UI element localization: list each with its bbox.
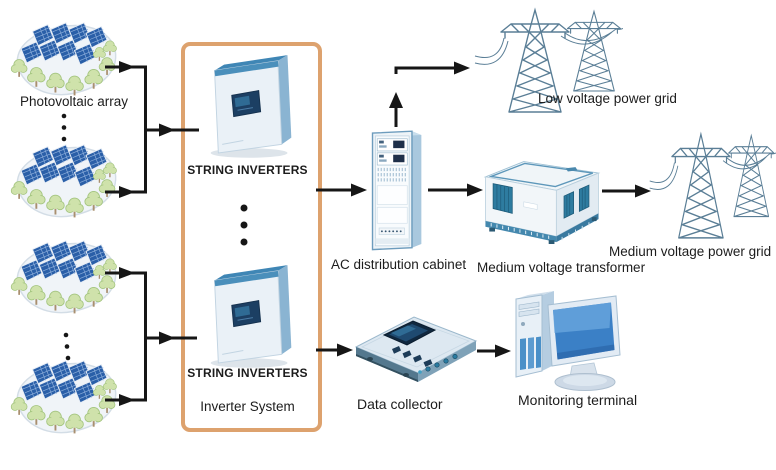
medium-voltage-towers-illustration xyxy=(648,124,776,244)
medium-voltage-transformer-label: Medium voltage transformer xyxy=(477,260,646,275)
ac-distribution-cabinet-illustration xyxy=(371,130,423,251)
string-inverters-bottom-label: STRING INVERTERS xyxy=(187,366,308,380)
monitoring-terminal-illustration xyxy=(515,290,621,391)
data-collector-illustration xyxy=(355,316,477,383)
medium-voltage-transformer-illustration xyxy=(484,160,600,244)
monitoring-terminal-label: Monitoring terminal xyxy=(518,392,638,408)
string-inverter-illustration-top xyxy=(210,54,292,159)
low-voltage-power-grid-label: Low voltage power grid xyxy=(538,91,677,106)
photovoltaic-array-label: Photovoltaic array xyxy=(20,94,129,109)
photovoltaic-array-illustration-2 xyxy=(6,140,124,226)
photovoltaic-array-illustration-3 xyxy=(6,236,124,322)
inverter-system-box xyxy=(181,42,322,432)
string-inverter-illustration-bottom xyxy=(210,264,292,369)
medium-voltage-power-grid-label: Medium voltage power grid xyxy=(609,244,772,259)
photovoltaic-array-illustration-1 xyxy=(6,18,124,104)
photovoltaic-array-illustration-4 xyxy=(6,356,124,442)
ac-distribution-cabinet-label: AC distribution cabinet xyxy=(331,257,467,272)
string-inverters-top-label: STRING INVERTERS xyxy=(187,163,308,177)
data-collector-label: Data collector xyxy=(357,396,443,412)
inverter-system-label: Inverter System xyxy=(200,399,295,414)
